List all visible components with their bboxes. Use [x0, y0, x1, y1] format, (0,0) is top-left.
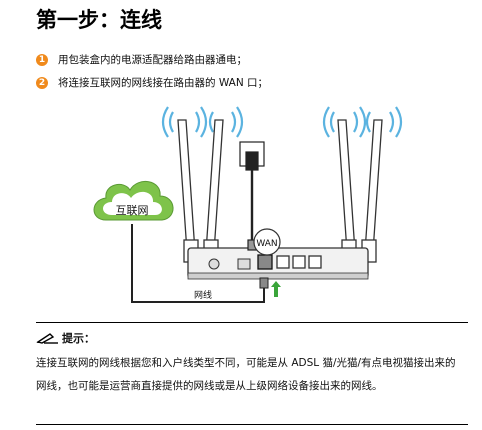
power-adapter — [239, 141, 265, 251]
tip-heading-text: 提示： — [62, 332, 95, 345]
wan-label: WAN — [256, 239, 277, 249]
internet-cloud-icon: 互联网 — [93, 181, 174, 221]
arrow-up-icon — [271, 281, 281, 297]
step-2-text: 将连接互联网的网线接在路由器的 WAN 口； — [58, 77, 269, 89]
page-title: 第一步：连线 — [36, 8, 162, 32]
cable-label: 网线 — [194, 289, 212, 301]
divider-bottom — [36, 424, 468, 425]
pencil-note-icon — [36, 333, 58, 344]
wifi-waves-right-icon — [322, 106, 403, 138]
step-1-text: 用包装盒内的电源适配器给路由器通电； — [58, 54, 247, 66]
tip-heading: 提示： — [36, 330, 95, 346]
cable-connector — [259, 277, 269, 289]
tip-line-2: 网线，也可能是运营商直接提供的网线或是从上级网络设备接出来的网线。 — [36, 380, 383, 392]
wan-callout: WAN — [253, 228, 281, 256]
connection-diagram: WAN 互联网 网线 — [93, 106, 403, 303]
step-2-badge: 2 — [36, 76, 48, 89]
tip-body: 连接互联网的网线根据您和入户线类型不同，可能是从 ADSL 猫/光猫/有点电视猫… — [36, 352, 466, 398]
tip-line-1: 连接互联网的网线根据您和入户线类型不同，可能是从 ADSL 猫/光猫/有点电视猫… — [36, 357, 456, 369]
cloud-label: 互联网 — [116, 204, 149, 217]
router-body — [187, 247, 369, 280]
step-2: 2 将连接互联网的网线接在路由器的 WAN 口； — [36, 75, 268, 90]
step-1: 1 用包装盒内的电源适配器给路由器通电； — [36, 52, 247, 67]
wifi-waves-left-icon — [161, 106, 244, 138]
step-1-badge: 1 — [36, 53, 48, 66]
network-cable — [131, 224, 265, 303]
divider-top — [36, 322, 468, 323]
